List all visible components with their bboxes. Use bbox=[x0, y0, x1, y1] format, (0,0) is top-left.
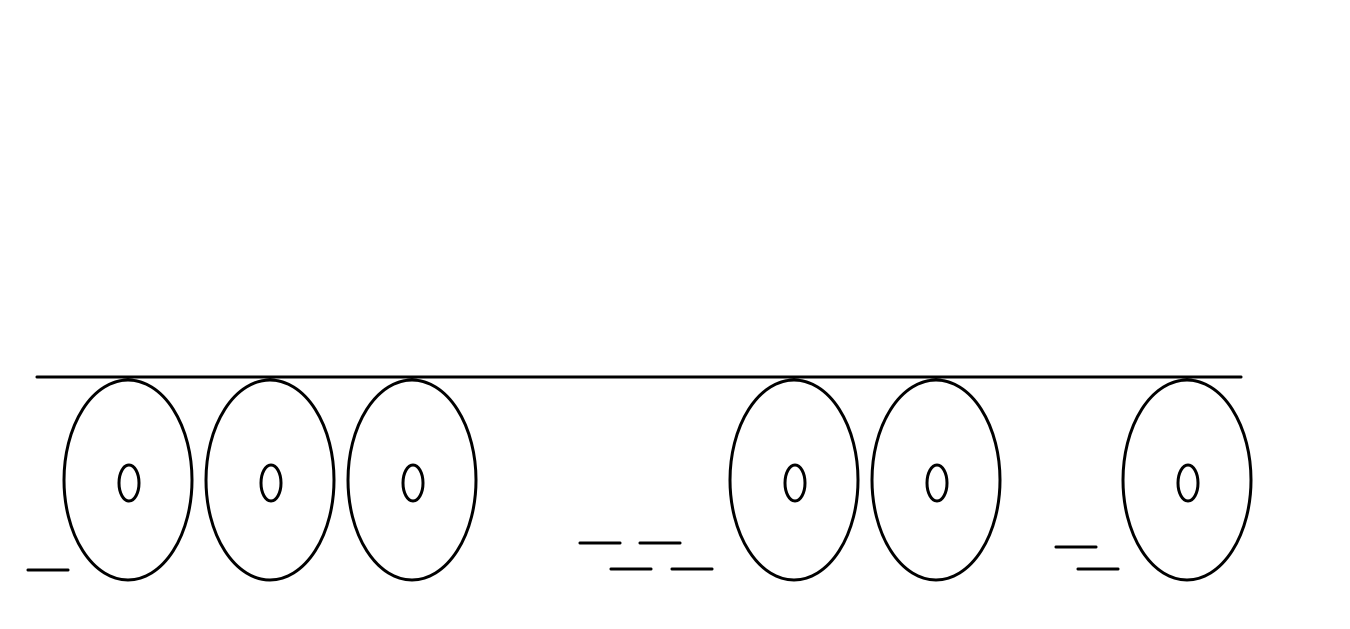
wheel-hub bbox=[783, 463, 807, 503]
wheel-hub bbox=[1176, 463, 1200, 503]
wheel-rim bbox=[1121, 378, 1253, 582]
wheel-hub bbox=[925, 463, 949, 503]
wheel-rim bbox=[346, 378, 478, 582]
wheel-hub bbox=[259, 463, 283, 503]
wheel bbox=[204, 378, 336, 582]
wheel-rim bbox=[62, 378, 194, 582]
wheel-hub bbox=[117, 463, 141, 503]
wheel bbox=[62, 378, 194, 582]
wheel bbox=[346, 378, 478, 582]
wheel bbox=[870, 378, 1002, 582]
wheel-rim bbox=[204, 378, 336, 582]
wheel bbox=[728, 378, 860, 582]
wheel-rim bbox=[870, 378, 1002, 582]
wheel-hub bbox=[401, 463, 425, 503]
wheel bbox=[1121, 378, 1253, 582]
wheel-rim bbox=[728, 378, 860, 582]
